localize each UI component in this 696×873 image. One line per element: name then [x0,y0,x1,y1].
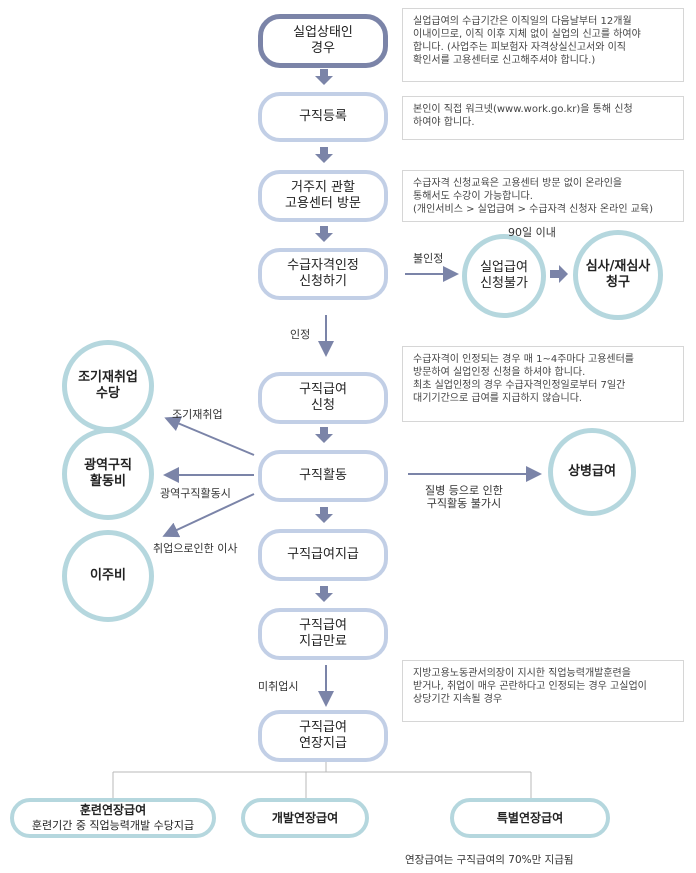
label-sickness-line1: 질병 등으로 인한 [425,484,503,497]
circle-early-reemployment: 조기재취업 수당 [62,340,154,432]
note-benefit-period: 실업급여의 수급기간은 이직일의 다음날부터 12개월 이내이므로, 이직 이후… [402,8,684,82]
step-visit-center: 거주지 관할 고용센터 방문 [258,170,388,222]
benefit-special-extension: 특별연장급여 [450,798,610,838]
label-not-approved: 불인정 [413,252,444,265]
note-worknet-line: 본인이 직접 워크넷(www.work.go.kr)을 통해 신청 [413,104,633,115]
note-unemployment-recognition-line: 방문하여 실업인정 신청을 하셔야 합니다. [413,367,586,378]
note-extension-condition-line: 상당기간 지속될 경우 [413,694,503,705]
circle-application-denied: 실업급여 신청불가 [462,234,546,318]
step-benefit-application-line1: 구직급여 [299,382,347,397]
label-sickness: 질병 등으로 인한 구직활동 불가시 [425,484,503,510]
step-benefit-application: 구직급여 신청 [258,372,388,424]
circle-review-request-line1: 심사/재심사 [585,259,651,274]
note-online-education-line: 통해서도 수강이 가능합니다. [413,191,533,202]
note-unemployment-recognition-line: 대기기간으로 급여를 지급하지 않습니다. [413,393,583,404]
circle-wide-area-allowance-line1: 광역구직 [84,458,132,473]
step-visit-center-line1: 거주지 관할 [291,180,355,195]
note-extension-condition: 지방고용노동관서의장이 지시한 직업능력개발훈련을 받거나, 취업이 매우 곤란… [402,660,684,722]
note-online-education-line: 수급자격 신청교육은 고용센터 방문 없이 온라인을 [413,178,623,189]
note-benefit-period-line: 이내이므로, 이직 이후 지체 없이 실업의 신고를 하여야 [413,29,641,40]
note-extension-condition-line: 받거나, 취업이 매우 곤란하다고 인정되는 경우 고실업이 [413,681,647,692]
note-unemployment-recognition: 수급자격이 인정되는 경우 매 1~4주마다 고용센터를 방문하여 실업인정 신… [402,346,684,422]
benefit-training-extension-title: 훈련연장급여 [79,803,147,817]
benefit-development-extension-title: 개발연장급여 [271,810,339,825]
note-worknet: 본인이 직접 워크넷(www.work.go.kr)을 통해 신청 하여야 합니… [402,96,684,140]
label-wide-search: 광역구직활동시 [160,487,231,500]
note-unemployment-recognition-line: 수급자격이 인정되는 경우 매 1~4주마다 고용센터를 [413,354,634,365]
label-move-job: 취업으로인한 이사 [153,542,238,555]
benefit-training-extension-sub: 훈련기간 중 직업능력개발 수당지급 [31,819,195,832]
note-online-education-line: (개인서비스 > 실업급여 > 수급자격 신청자 온라인 교육) [413,204,654,215]
step-benefit-payment-label: 구직급여지급 [287,547,359,562]
note-benefit-period-line: 합니다. (사업주는 피보험자 자격상실신고서와 이직 [413,42,626,53]
circle-wide-area-allowance-line2: 활동비 [90,474,126,489]
step-eligibility-request: 수급자격인정 신청하기 [258,248,388,300]
step-unemployed-line1: 실업상태인 [293,25,353,40]
step-job-search-label: 구직활동 [299,468,347,483]
note-online-education: 수급자격 신청교육은 고용센터 방문 없이 온라인을 통해서도 수강이 가능합니… [402,170,684,222]
note-unemployment-recognition-line: 최초 실업인정의 경우 수급자격인정일로부터 7일간 [413,380,626,391]
circle-wide-area-allowance: 광역구직 활동비 [62,428,154,520]
step-job-registration: 구직등록 [258,92,388,142]
circle-sickness-benefit: 상병급여 [548,428,636,516]
circle-sickness-benefit-label: 상병급여 [568,464,616,479]
step-extended-payment-line1: 구직급여 [299,720,347,735]
step-payment-end-line1: 구직급여 [299,618,347,633]
footnote: 연장급여는 구직급여의 70%만 지급됨 [405,854,574,866]
circle-relocation-allowance: 이주비 [62,530,154,622]
step-benefit-payment: 구직급여지급 [258,529,388,581]
circle-application-denied-line2: 신청불가 [480,276,528,291]
step-extended-payment-line2: 연장지급 [299,736,347,751]
circle-application-denied-line1: 실업급여 [480,260,528,275]
step-eligibility-request-line2: 신청하기 [299,274,347,289]
benefit-training-extension: 훈련연장급여 훈련기간 중 직업능력개발 수당지급 [10,798,216,838]
benefit-development-extension: 개발연장급여 [241,798,369,838]
circle-early-reemployment-line2: 수당 [96,386,120,401]
step-benefit-application-line2: 신청 [311,398,335,413]
circle-early-reemployment-line1: 조기재취업 [78,370,138,385]
step-payment-end-line2: 지급만료 [299,634,347,649]
step-unemployed-line2: 경우 [311,41,335,56]
label-within-90-days: 90일 이내 [508,226,556,239]
step-job-search: 구직활동 [258,450,388,502]
step-job-registration-label: 구직등록 [299,109,347,124]
circle-review-request-line2: 청구 [606,275,630,290]
benefit-special-extension-title: 특별연장급여 [496,810,564,825]
step-unemployed: 실업상태인 경우 [258,14,388,68]
note-extension-condition-line: 지방고용노동관서의장이 지시한 직업능력개발훈련을 [413,668,631,679]
down-arrows [315,69,333,602]
note-benefit-period-line: 확인서를 고용센터로 신고해주셔야 합니다.) [413,55,596,66]
label-sickness-line2: 구직활동 불가시 [426,497,502,510]
step-eligibility-request-line1: 수급자격인정 [287,258,359,273]
step-visit-center-line2: 고용센터 방문 [285,196,361,211]
circle-relocation-allowance-label: 이주비 [90,568,126,583]
label-early-job: 조기재취업 [172,408,223,421]
note-benefit-period-line: 실업급여의 수급기간은 이직일의 다음날부터 12개월 [413,16,632,27]
label-not-hired: 미취업시 [258,680,299,693]
step-extended-payment: 구직급여 연장지급 [258,710,388,762]
step-payment-end: 구직급여 지급만료 [258,608,388,660]
note-worknet-line: 하여야 합니다. [413,117,475,128]
label-approved: 인정 [290,328,311,341]
circle-review-request: 심사/재심사 청구 [573,230,663,320]
